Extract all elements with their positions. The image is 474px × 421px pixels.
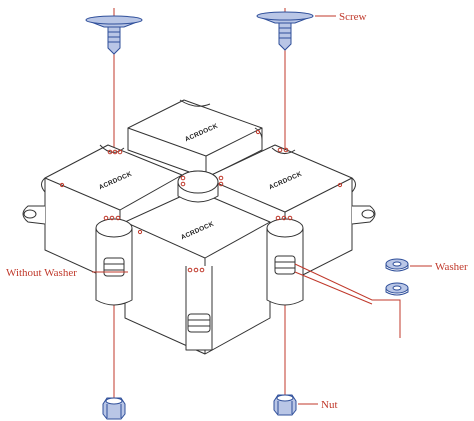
washer-bracket-leader bbox=[294, 263, 401, 338]
washer-icon-top bbox=[385, 258, 409, 272]
left-connector-boss bbox=[95, 218, 133, 306]
front-slot bbox=[185, 266, 213, 351]
nut-icon-right bbox=[273, 394, 297, 416]
screw-icon-left bbox=[85, 15, 143, 55]
washer-label: Washer bbox=[435, 261, 468, 273]
right-connector-boss bbox=[266, 218, 304, 306]
without-washer-label: Without Washer bbox=[6, 267, 77, 279]
dock-cube-back bbox=[127, 99, 263, 179]
dock-cubes bbox=[22, 99, 376, 355]
washer-icon-bottom bbox=[385, 282, 409, 296]
callout-leaders bbox=[92, 15, 432, 405]
nut-icon-left bbox=[102, 397, 126, 420]
nut-label: Nut bbox=[321, 399, 338, 411]
right-mounting-ear bbox=[351, 205, 376, 225]
connection-markers bbox=[59, 129, 343, 273]
screw-label: Screw bbox=[339, 11, 367, 23]
screw-icon-right bbox=[256, 11, 314, 51]
left-mounting-ear bbox=[22, 205, 46, 225]
